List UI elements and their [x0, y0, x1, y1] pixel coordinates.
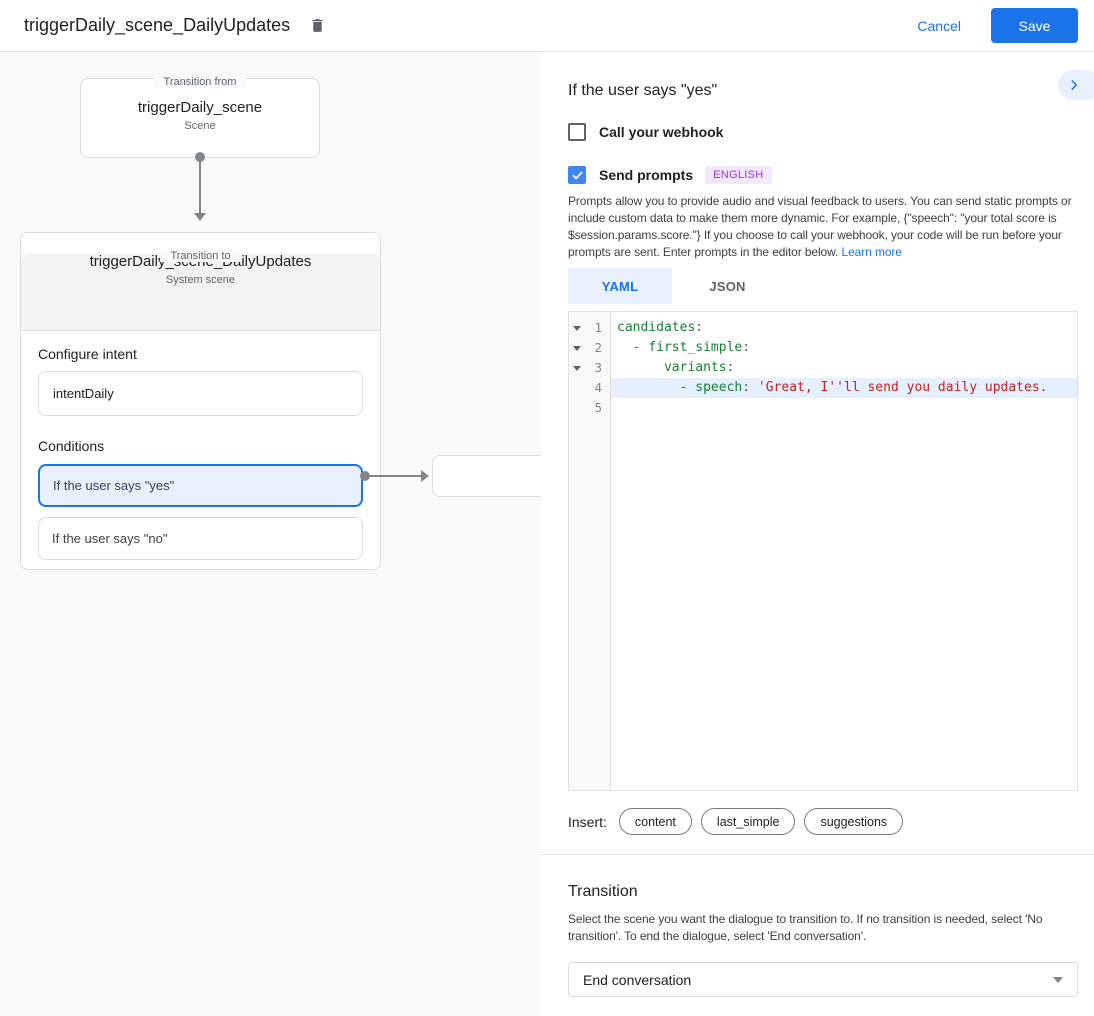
transition-to-subtitle: System scene	[165, 274, 236, 286]
transition-to-title: triggerDaily_scene_DailyUpdates	[89, 253, 312, 270]
fold-arrow-icon[interactable]	[573, 346, 581, 351]
transition-description: Select the scene you want the dialogue t…	[568, 912, 1043, 943]
code-line-2[interactable]: - first_simple:	[617, 340, 751, 355]
gutter-line-3: 3	[569, 358, 610, 378]
configure-intent-label: Configure intent	[38, 346, 137, 362]
conditions-label: Conditions	[38, 438, 105, 454]
tab-yaml[interactable]: YAML	[568, 268, 672, 304]
arrow-right-icon	[421, 470, 429, 482]
intent-item[interactable]: intentDaily	[38, 371, 363, 416]
cancel-button[interactable]: Cancel	[917, 17, 961, 34]
condition-item-no[interactable]: If the user says "no"	[38, 517, 363, 560]
gutter-line-1: 1	[569, 318, 610, 338]
transition-dropdown-value: End conversation	[583, 971, 692, 988]
intent-value: intentDaily	[53, 386, 114, 401]
section-divider	[541, 854, 1094, 855]
condition-connector-dot	[360, 471, 370, 481]
tab-json[interactable]: JSON	[709, 278, 746, 294]
connector-line-vertical	[199, 160, 201, 214]
page-title: triggerDaily_scene_DailyUpdates	[24, 15, 291, 35]
delete-button[interactable]	[309, 16, 326, 35]
transition-from-node[interactable]: Transition from triggerDaily_scene Scene	[80, 76, 320, 158]
prompts-description: Prompts allow you to provide audio and v…	[568, 194, 1072, 259]
transition-from-legend: Transition from	[81, 72, 319, 90]
insert-chip-last_simple[interactable]: last_simple	[700, 808, 796, 835]
code-line-4[interactable]: - speech: 'Great, I''ll send you daily u…	[611, 378, 1077, 398]
learn-more-link[interactable]: Learn more	[841, 245, 902, 259]
transition-target-node[interactable]	[432, 455, 541, 497]
panel-title: If the user says "yes"	[568, 82, 718, 99]
call-webhook-label: Call your webhook	[599, 124, 724, 140]
gutter-line-2: 2	[569, 338, 610, 358]
condition-item-yes[interactable]: If the user says "yes"	[38, 464, 363, 507]
arrow-down-icon	[194, 213, 206, 221]
insert-row: Insert: content last_simple suggestions	[568, 808, 1078, 835]
language-badge: ENGLISH	[705, 166, 772, 184]
connector-line-horizontal	[368, 475, 422, 477]
send-prompts-checkbox[interactable]	[568, 166, 586, 184]
flow-canvas: Transition from triggerDaily_scene Scene…	[0, 52, 541, 1016]
gutter-line-5: 5	[594, 400, 602, 415]
transition-section-title: Transition	[568, 883, 638, 900]
call-webhook-checkbox[interactable]	[568, 123, 586, 141]
code-line-5[interactable]	[611, 398, 1077, 418]
insert-chip-content[interactable]: content	[618, 808, 692, 835]
trash-icon	[309, 16, 326, 35]
insert-chips: content last_simple suggestions	[618, 808, 904, 835]
insert-chip-suggestions[interactable]: suggestions	[804, 808, 904, 835]
transition-to-node[interactable]: Transition to triggerDaily_scene_DailyUp…	[20, 232, 381, 570]
condition-detail-panel: If the user says "yes" Call your webhook…	[541, 52, 1094, 1016]
editor-lines: candidates: - first_simple: variants: - …	[611, 312, 1077, 790]
collapse-panel-button[interactable]	[1058, 70, 1094, 100]
dropdown-caret-icon	[1053, 976, 1063, 983]
code-line-3[interactable]: variants:	[663, 360, 735, 375]
fold-arrow-icon[interactable]	[573, 326, 581, 331]
gutter-line-4: 4	[594, 380, 602, 395]
top-bar: triggerDaily_scene_DailyUpdates Cancel S…	[0, 0, 1094, 52]
insert-label: Insert:	[568, 813, 607, 830]
code-line-1[interactable]: candidates:	[617, 320, 704, 335]
condition-yes-label: If the user says "yes"	[53, 478, 175, 493]
condition-no-label: If the user says "no"	[52, 531, 168, 546]
checkmark-icon	[571, 169, 584, 182]
editor-tabs: YAML JSON	[568, 268, 1078, 304]
transition-to-header: Transition to triggerDaily_scene_DailyUp…	[21, 250, 380, 331]
transition-dropdown[interactable]: End conversation	[568, 962, 1078, 997]
transition-from-title: triggerDaily_scene	[137, 99, 263, 116]
connector-dot	[195, 152, 205, 162]
send-prompts-label: Send prompts	[599, 167, 694, 183]
chevron-right-icon	[1067, 78, 1081, 92]
transition-from-subtitle: Scene	[184, 120, 216, 132]
fold-arrow-icon[interactable]	[573, 366, 581, 371]
save-button[interactable]: Save	[991, 8, 1078, 43]
